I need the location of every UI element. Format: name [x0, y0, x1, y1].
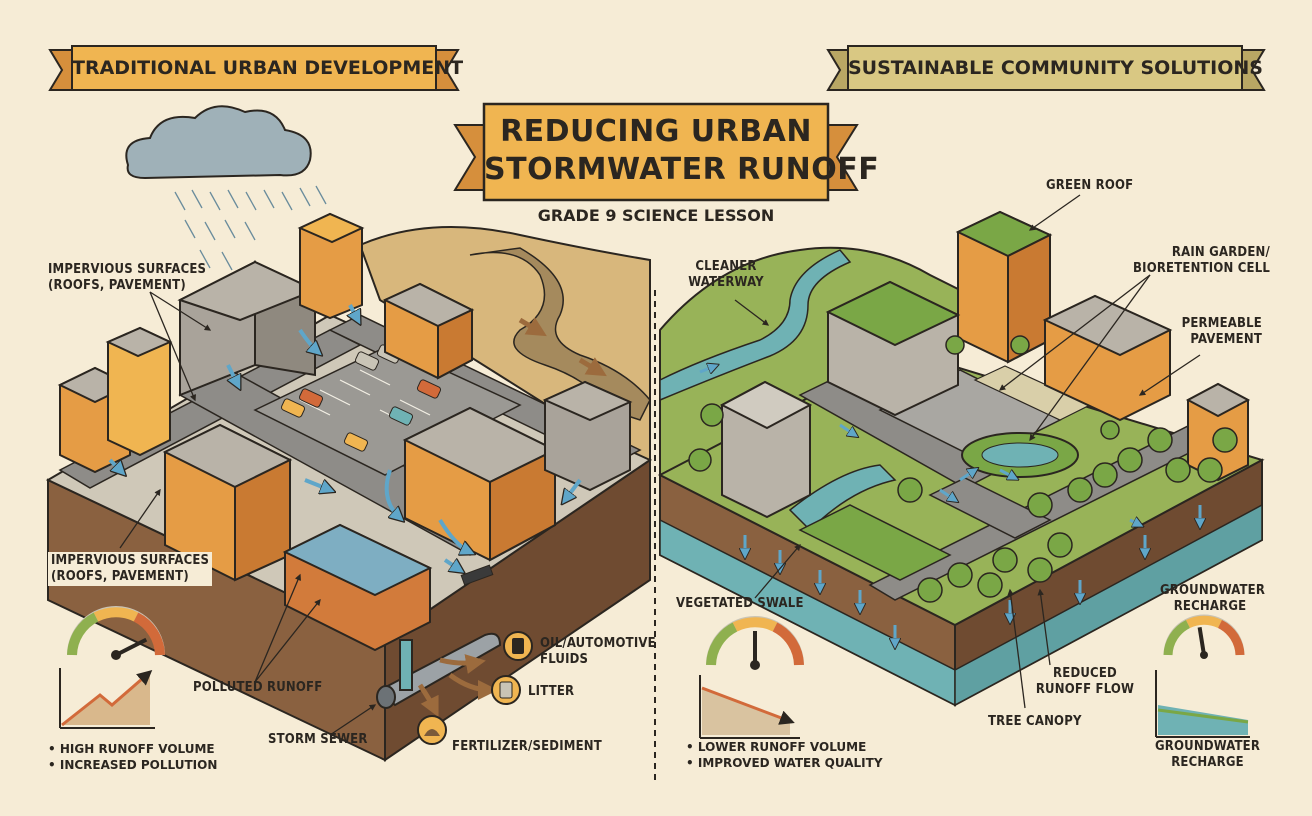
label-permeable: PERMEABLE PAVEMENT	[1181, 316, 1262, 347]
bullet-lower-runoff: LOWER RUNOFF VOLUME	[686, 739, 883, 755]
label-impervious-bottom: IMPERVIOUS SURFACES (ROOFS, PAVEMENT)	[48, 552, 213, 586]
label-green-roof: GREEN ROOF	[1046, 178, 1134, 193]
building-mid-green-roof	[825, 280, 961, 417]
label-oil: OIL/AUTOMOTIVE FLUIDS	[540, 636, 656, 667]
building-orange-front	[162, 423, 293, 582]
fertilizer-icon	[417, 715, 447, 745]
building-gray-back	[177, 260, 318, 397]
label-storm-sewer: STORM SEWER	[268, 732, 368, 747]
groundwater-side	[954, 503, 1263, 707]
runoff-gauge-left	[67, 606, 165, 660]
page-title-line1: REDUCING URBAN	[500, 114, 812, 149]
parked-cars	[280, 344, 442, 452]
label-impervious-top: IMPERVIOUS SURFACES (ROOFS, PAVEMENT)	[48, 262, 207, 293]
storm-sewer-pipe	[376, 632, 502, 709]
runoff-gauge-right	[706, 616, 804, 670]
trees	[688, 335, 1238, 603]
label-groundwater-recharge: GROUNDWATER RECHARGE	[1160, 583, 1266, 614]
bullet-improved-quality: IMPROVED WATER QUALITY	[686, 755, 883, 771]
storm-drain	[460, 564, 494, 586]
building-orange-tall	[297, 212, 365, 320]
building-tall-green-roof	[955, 210, 1053, 364]
building-gray-left-right	[719, 380, 813, 519]
label-groundwater-recharge-bottom: GROUNDWATER RECHARGE	[1155, 739, 1261, 770]
building-orange-right	[1042, 294, 1173, 422]
rain-cloud-icon	[125, 105, 327, 271]
label-tree-canopy: TREE CANOPY	[988, 714, 1082, 729]
title-banner-shape	[453, 102, 859, 202]
label-fertilizer: FERTILIZER/SEDIMENT	[452, 739, 602, 754]
litter-icon	[491, 675, 521, 705]
warehouse	[282, 523, 433, 652]
groundwater-gauge	[1163, 614, 1245, 659]
bullet-high-runoff: HIGH RUNOFF VOLUME	[48, 741, 217, 757]
runoff-trend-up	[59, 668, 155, 729]
groundwater-chart	[1155, 670, 1250, 738]
label-rain-garden: RAIN GARDEN/ BIORETENTION CELL	[1133, 245, 1270, 276]
page-title-line2: STORMWATER RUNOFF	[484, 152, 880, 187]
left-banner-shape	[48, 45, 460, 91]
label-litter: LITTER	[528, 684, 575, 699]
left-banner: TRADITIONAL URBAN DEVELOPMENT	[72, 57, 464, 79]
label-vegetated-swale: VEGETATED SWALE	[676, 596, 804, 611]
runoff-trend-down	[699, 675, 800, 739]
parking-lot	[253, 344, 522, 476]
oil-icon	[503, 631, 533, 661]
label-reduced-runoff: REDUCED RUNOFF FLOW	[1035, 666, 1135, 697]
building-orange-shop	[382, 282, 475, 380]
building-gray-right	[542, 380, 633, 492]
page-subtitle: GRADE 9 SCIENCE LESSON	[537, 206, 775, 225]
vegetated-swale	[788, 464, 897, 532]
right-bullets: LOWER RUNOFF VOLUME IMPROVED WATER QUALI…	[686, 739, 883, 771]
label-cleaner-waterway: CLEANER WATERWAY	[688, 259, 764, 290]
right-banner: SUSTAINABLE COMMUNITY SOLUTIONS	[848, 57, 1263, 79]
right-banner-shape	[826, 45, 1266, 91]
road-right-cross	[928, 477, 1052, 539]
building-orange-left	[57, 326, 173, 474]
bullet-increased-pollution: INCREASED POLLUTION	[48, 757, 218, 773]
label-polluted-runoff: POLLUTED RUNOFF	[193, 680, 323, 695]
clean-waterway	[659, 249, 852, 402]
left-bullets: HIGH RUNOFF VOLUME INCREASED POLLUTION	[48, 741, 218, 773]
